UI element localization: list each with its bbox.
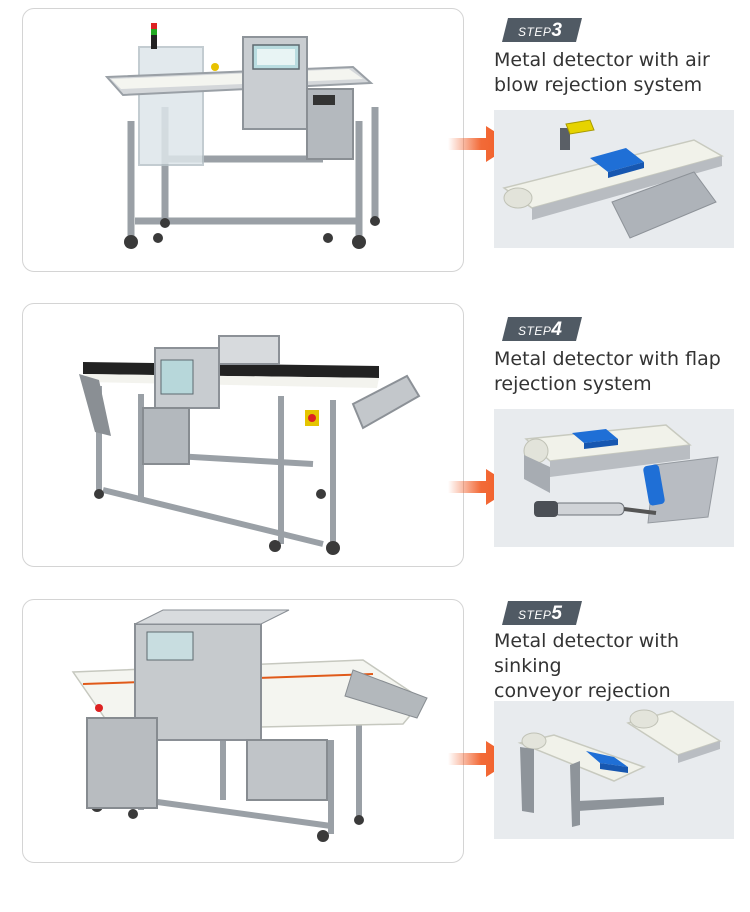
caption-line: blow rejection system	[494, 74, 703, 96]
metal-detector-sinking-conveyor-photo	[22, 599, 464, 863]
step-badge: STEP5	[502, 601, 582, 625]
step-number: 3	[551, 20, 562, 41]
air-blow-rejection-illustration	[494, 110, 734, 248]
step-caption: Metal detector with air blow rejection s…	[494, 48, 744, 98]
sinking-conveyor-rejection-illustration	[494, 701, 734, 839]
flap-rejection-illustration	[494, 409, 734, 547]
step-badge: STEP3	[502, 18, 582, 42]
step-word: STEP	[518, 608, 552, 622]
metal-detector-flap-photo	[22, 303, 464, 567]
metal-detector-air-blow-photo	[22, 8, 464, 272]
step-caption: Metal detector with sinking conveyor rej…	[494, 629, 744, 729]
step-4-row: STEP4 Metal detector with flap rejection…	[0, 303, 750, 573]
caption-line: Metal detector with air	[494, 49, 710, 71]
step-caption: Metal detector with flap rejection syste…	[494, 347, 744, 397]
step-word: STEP	[518, 324, 552, 338]
step-badge: STEP4	[502, 317, 582, 341]
step-word: STEP	[518, 25, 552, 39]
step-5-row: STEP5 Metal detector with sinking convey…	[0, 599, 750, 869]
step-number: 4	[551, 319, 562, 340]
caption-line: Metal detector with flap	[494, 348, 721, 370]
step-3-row: STEP3 Metal detector with air blow rejec…	[0, 8, 750, 278]
caption-line: Metal detector with sinking	[494, 630, 680, 677]
caption-line: rejection system	[494, 373, 652, 395]
step-number: 5	[551, 603, 562, 624]
